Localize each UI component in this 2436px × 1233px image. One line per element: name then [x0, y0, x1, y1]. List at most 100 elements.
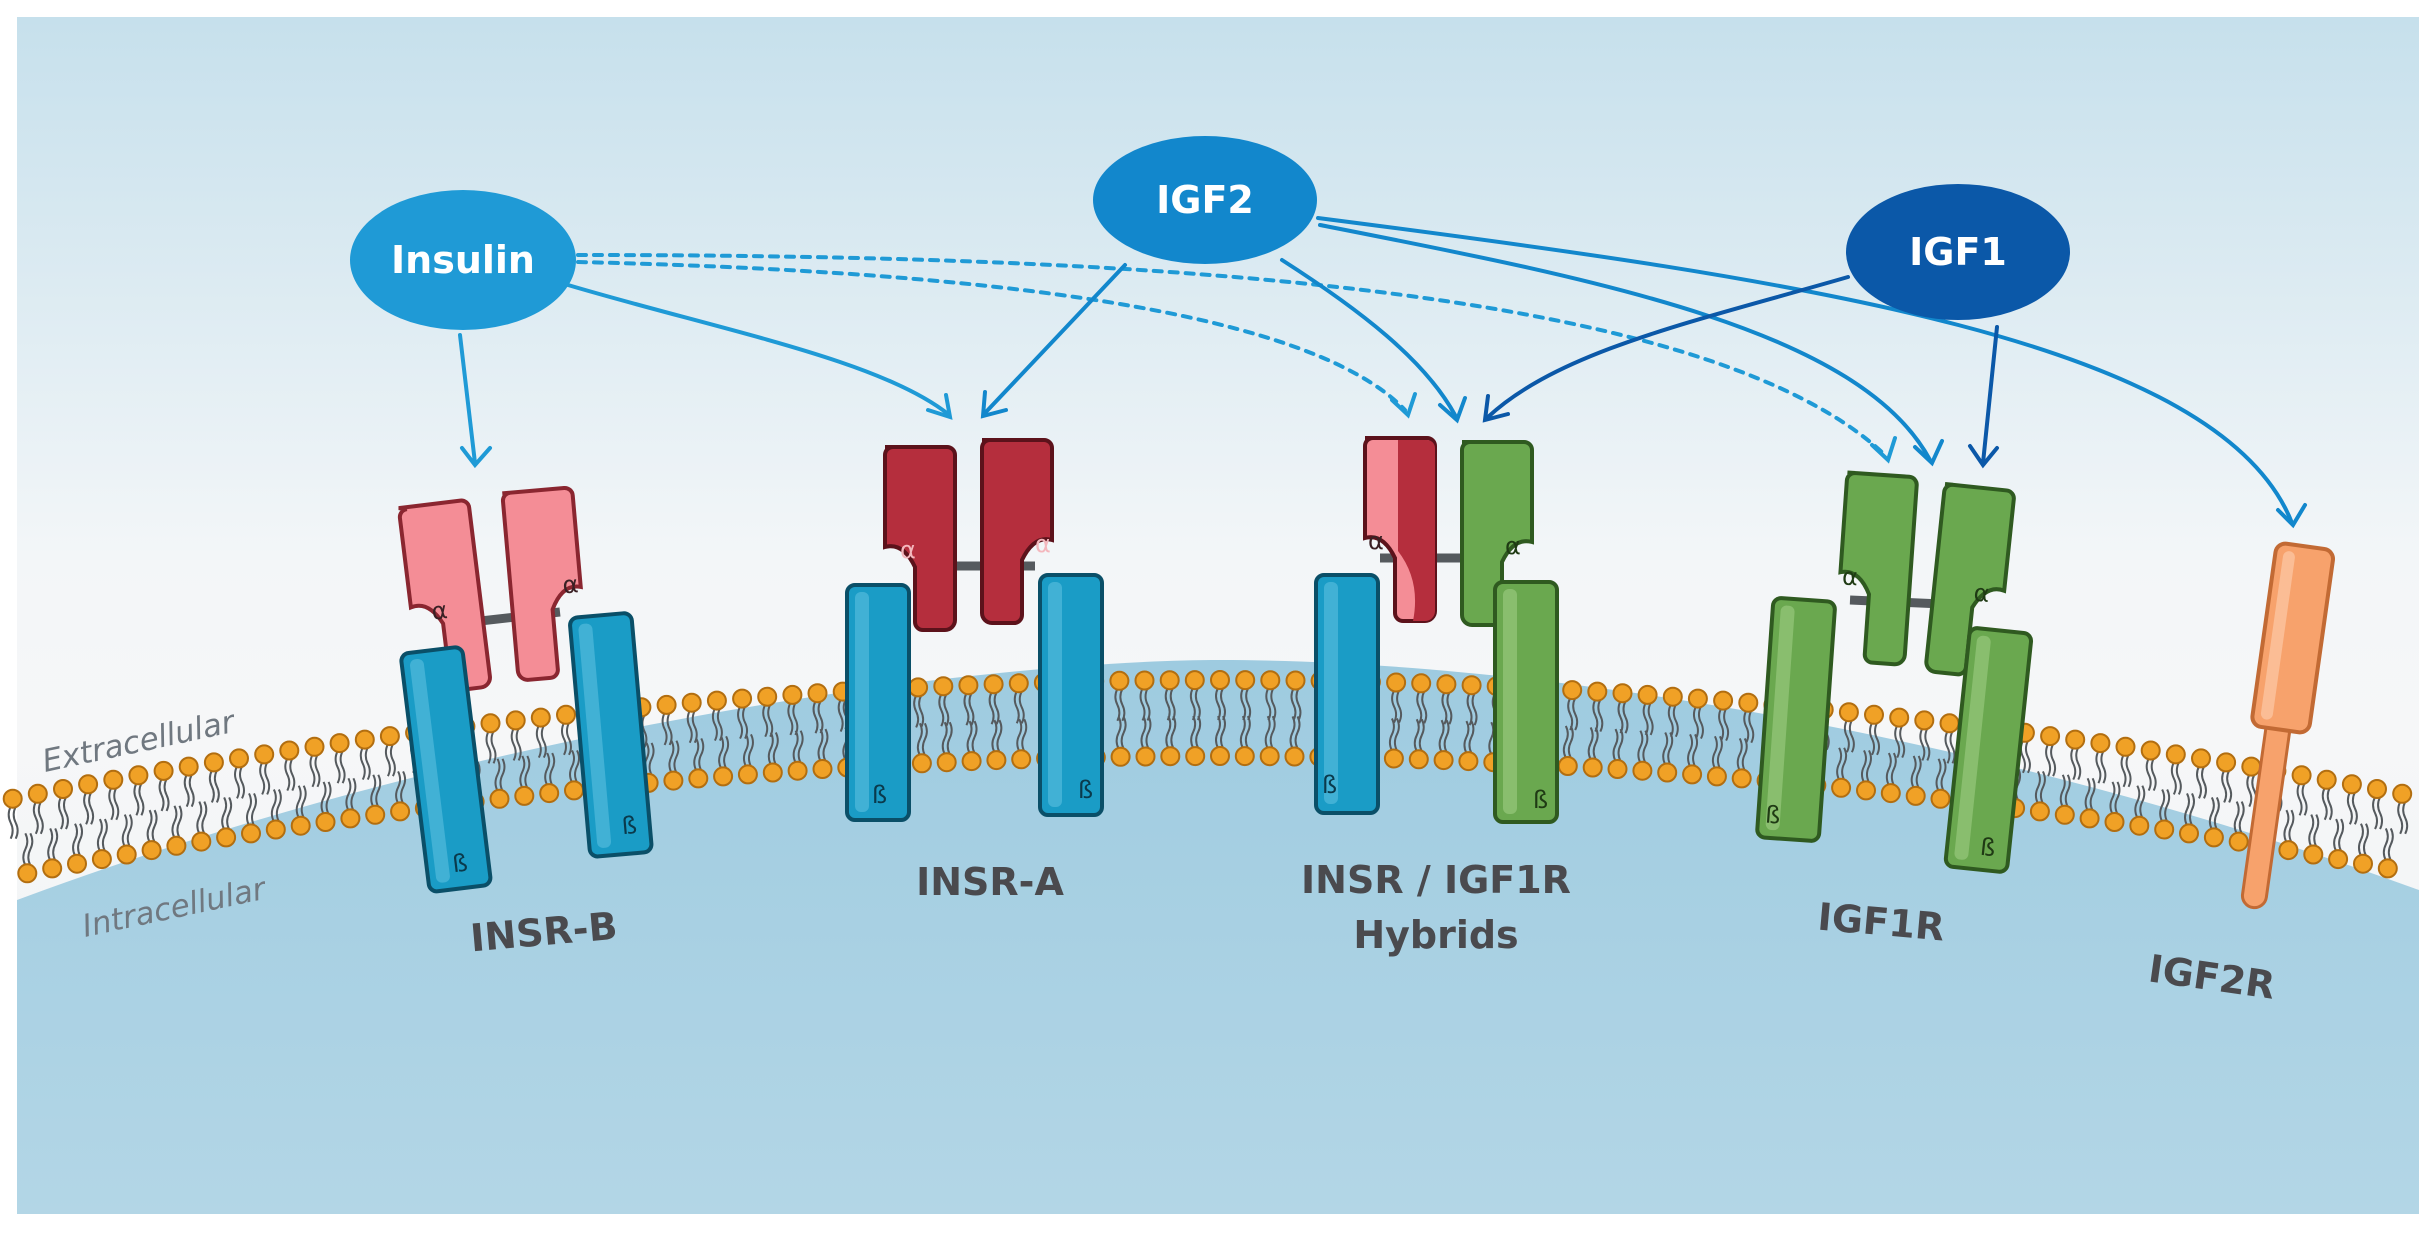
beta-label: ß: [1078, 776, 1093, 804]
lipid-head: [178, 756, 199, 777]
lipid-head: [556, 704, 576, 725]
arrow-insulin-insr-a: [566, 283, 950, 416]
receptor-insr-igf1r-hybrid: α α ß ß: [1314, 436, 1559, 824]
lipid-head: [1411, 673, 1432, 694]
lipid-head: [1706, 766, 1727, 787]
lipid-head: [2104, 812, 2125, 832]
lipid-head: [986, 750, 1007, 771]
lipid-head: [2228, 831, 2249, 852]
lipid-head: [663, 770, 684, 791]
lipid-head: [2341, 774, 2362, 795]
alpha-label: α: [1035, 530, 1051, 558]
arrowhead: [2276, 503, 2307, 529]
beta-label: ß: [1764, 801, 1781, 830]
hybrid-label-line2: Hybrids: [1353, 913, 1518, 957]
arrow-igf1-igf1r: [1981, 325, 1999, 465]
lipid-head: [656, 694, 677, 715]
lipid-tails: [234, 765, 257, 826]
ligand-insulin: Insulin: [350, 190, 576, 330]
lipid-tails: [1736, 710, 1755, 771]
lipid-tails: [762, 704, 779, 765]
alpha-subunit-left: [883, 445, 957, 632]
arrowhead: [1870, 436, 1897, 464]
lipid-head: [936, 752, 957, 773]
lipid-head: [340, 808, 361, 829]
lipid-head: [2040, 726, 2061, 747]
lipid-head: [1687, 688, 1708, 709]
ligand-igf1: IGF1: [1846, 184, 2070, 320]
lipid-tails: [2333, 791, 2358, 852]
hybrid-label-line1: INSR / IGF1R: [1301, 858, 1571, 902]
arrow-insulin-hybrid-dotted: [576, 260, 1407, 412]
lipid-head: [787, 760, 808, 781]
lipid-tails: [510, 727, 531, 789]
lipid-head: [203, 752, 224, 773]
lipid-tails: [2233, 774, 2258, 835]
lipid-tails: [384, 743, 407, 804]
alpha-label: α: [1368, 527, 1384, 555]
lipid-head: [2291, 765, 2312, 786]
lipid-head: [1713, 690, 1734, 711]
lipid-head: [1731, 768, 1752, 789]
lipid-head: [2, 788, 23, 809]
lipid-tails: [284, 758, 307, 819]
lipid-head: [2241, 756, 2262, 777]
lipid-head: [1612, 683, 1633, 704]
lipid-tails: [83, 791, 108, 852]
lipid-head: [191, 831, 212, 852]
lipid-tails: [1413, 690, 1428, 752]
lipid-tails: [787, 702, 804, 764]
lipid-head: [329, 733, 350, 754]
lipid-head: [265, 819, 286, 840]
lipid-head: [1210, 670, 1230, 690]
receptor-insr-b: α ß α ß: [397, 485, 654, 894]
lipid-head: [1159, 670, 1180, 691]
alpha-label: α: [430, 596, 449, 626]
lipid-head: [1234, 746, 1255, 767]
lipid-tails: [1139, 688, 1152, 749]
arrowhead: [1968, 444, 1999, 469]
alpha-label: α: [1841, 562, 1859, 591]
alpha-subunit-left: [1838, 470, 1919, 667]
lipid-tails: [1612, 700, 1629, 762]
lipid-tails: [938, 693, 953, 755]
lipid-tails: [1114, 688, 1127, 750]
lipid-head: [1930, 788, 1951, 809]
lipid-head: [2278, 840, 2299, 861]
lipid-head: [1259, 746, 1280, 767]
lipid-head: [514, 785, 535, 806]
arrowhead: [1913, 439, 1944, 467]
lipid-head: [1939, 713, 1960, 734]
lipid-head: [1637, 684, 1658, 705]
lipid-head: [116, 844, 137, 865]
igf1-label: IGF1: [1909, 230, 2007, 274]
lipid-head: [1905, 785, 1926, 806]
lipid-head: [757, 686, 778, 707]
lipid-head: [737, 764, 758, 785]
alpha-subunit-right: [500, 485, 583, 682]
lipid-head: [229, 748, 249, 769]
lipid-tails: [133, 782, 158, 843]
binding-arrows: [458, 216, 2307, 529]
lipid-head: [103, 769, 124, 790]
lipid-head: [354, 729, 375, 750]
lipid-tails: [1239, 687, 1252, 749]
lipid-tails: [1289, 688, 1302, 749]
lipid-head: [365, 804, 386, 825]
lipid-head: [1582, 757, 1603, 778]
lipid-head: [1607, 759, 1628, 779]
alpha-label: α: [900, 536, 916, 564]
lipid-tails: [737, 706, 754, 767]
lipid-head: [911, 753, 932, 774]
lipid-tails: [7, 806, 34, 866]
receptor-igf2r: [2240, 541, 2336, 910]
lipid-head: [564, 780, 584, 801]
lipid-head: [379, 726, 400, 747]
lipid-head: [807, 683, 828, 704]
lipid-head: [961, 751, 982, 772]
lipid-head: [2115, 736, 2136, 757]
lipid-head: [304, 736, 325, 757]
lipid-head: [1657, 762, 1678, 783]
beta-label: ß: [621, 811, 639, 840]
lipid-head: [2179, 823, 2199, 844]
